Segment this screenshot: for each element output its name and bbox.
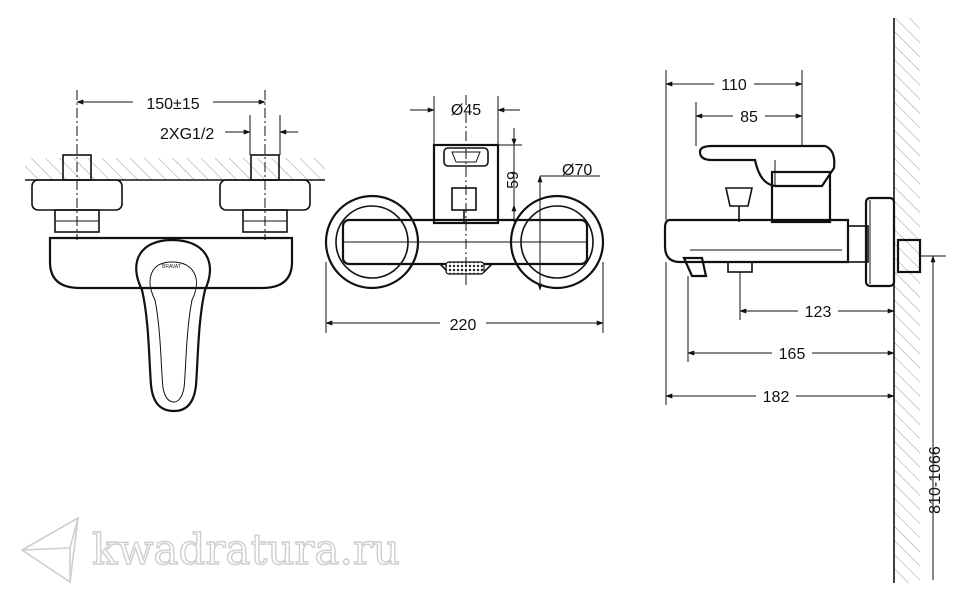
dim-110: 110 <box>721 77 747 94</box>
watermark: kwadratura.ru <box>20 516 401 584</box>
watermark-text: kwadratura.ru <box>92 525 400 574</box>
dim-85: 85 <box>740 109 758 126</box>
watermark-logo-icon <box>20 516 79 584</box>
dim-165: 165 <box>779 346 806 363</box>
dim-d70: Ø70 <box>562 162 592 179</box>
side-wall-hatch <box>894 18 920 583</box>
dim-182: 182 <box>763 389 790 406</box>
front-body <box>48 236 294 290</box>
dim-220: 220 <box>450 317 477 334</box>
dim-59: 59 <box>505 171 522 189</box>
front-wall-hatch <box>25 158 325 180</box>
top-view: Ø45 59 Ø70 220 <box>324 95 605 334</box>
front-handle <box>135 238 211 413</box>
aerator <box>445 261 485 275</box>
brand-mark: BRAVAT <box>162 264 181 270</box>
front-view: BRAVAT 150±15 2XG1/2 <box>25 90 325 413</box>
side-lever <box>698 144 836 188</box>
dim-123: 123 <box>805 304 832 321</box>
dim-d45: Ø45 <box>451 102 481 119</box>
side-body <box>663 218 850 264</box>
side-view: 110 85 123 165 182 810-1066 <box>663 18 946 583</box>
dim-2xg12: 2XG1/2 <box>160 126 214 143</box>
dim-810-1066: 810-1066 <box>927 446 944 514</box>
dim-150-15: 150±15 <box>146 96 199 113</box>
